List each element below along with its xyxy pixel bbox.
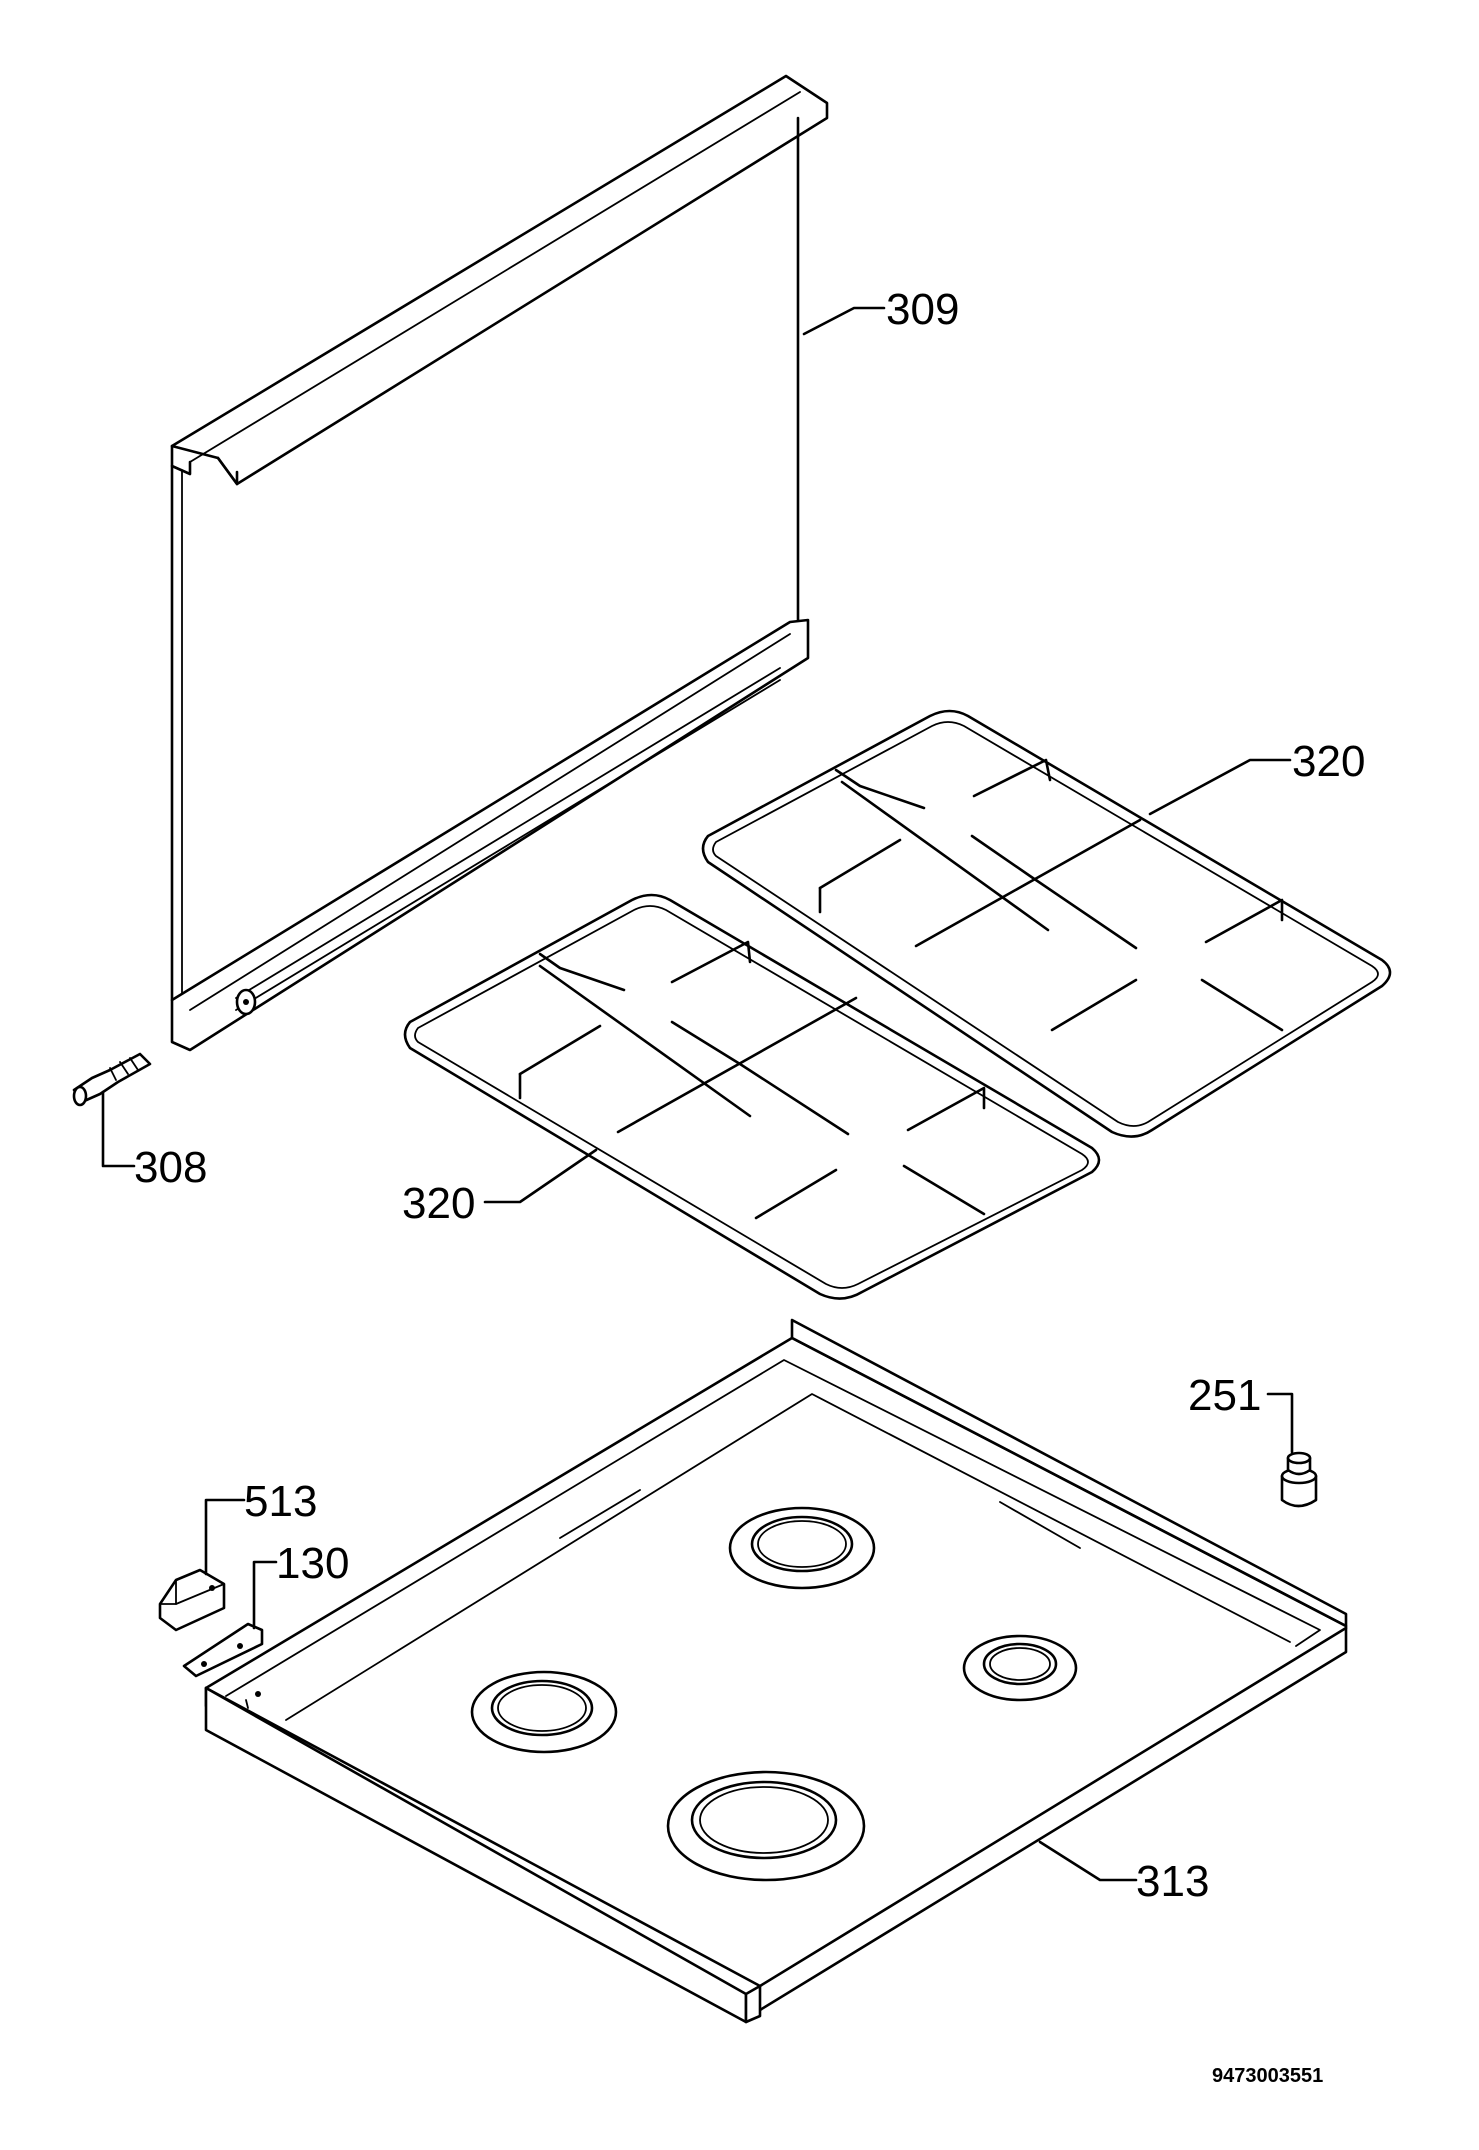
glass-lid <box>170 74 829 1052</box>
label-308: 308 <box>134 1143 207 1192</box>
leader-130 <box>252 1560 278 1630</box>
burner-front-large <box>666 1770 866 1882</box>
burner-right <box>962 1634 1078 1702</box>
leader-513 <box>204 1498 246 1576</box>
label-320-rear: 320 <box>1292 737 1365 786</box>
label-130: 130 <box>276 1539 349 1588</box>
leader-320-front <box>483 1148 598 1204</box>
leader-308 <box>101 1090 136 1168</box>
label-251: 251 <box>1188 1371 1261 1420</box>
leader-320-rear <box>1148 758 1292 816</box>
hinge-bracket <box>182 1622 264 1678</box>
label-309: 309 <box>886 285 959 334</box>
hinge-block <box>158 1568 226 1632</box>
burner-rear <box>728 1506 876 1590</box>
label-320-front: 320 <box>402 1179 475 1228</box>
knob-cap <box>1280 1451 1318 1508</box>
hob-top <box>204 1318 1348 2024</box>
hinge-pin <box>72 1052 152 1107</box>
burner-left <box>470 1670 618 1754</box>
pan-support-rear <box>701 709 1392 1138</box>
drawing-code: 9473003551 <box>1212 2065 1323 2087</box>
leader-309 <box>802 306 886 336</box>
leader-313 <box>1038 1840 1138 1882</box>
label-313: 313 <box>1136 1857 1209 1906</box>
leader-251 <box>1266 1392 1294 1454</box>
pan-support-front <box>403 893 1101 1300</box>
label-513: 513 <box>244 1477 317 1526</box>
